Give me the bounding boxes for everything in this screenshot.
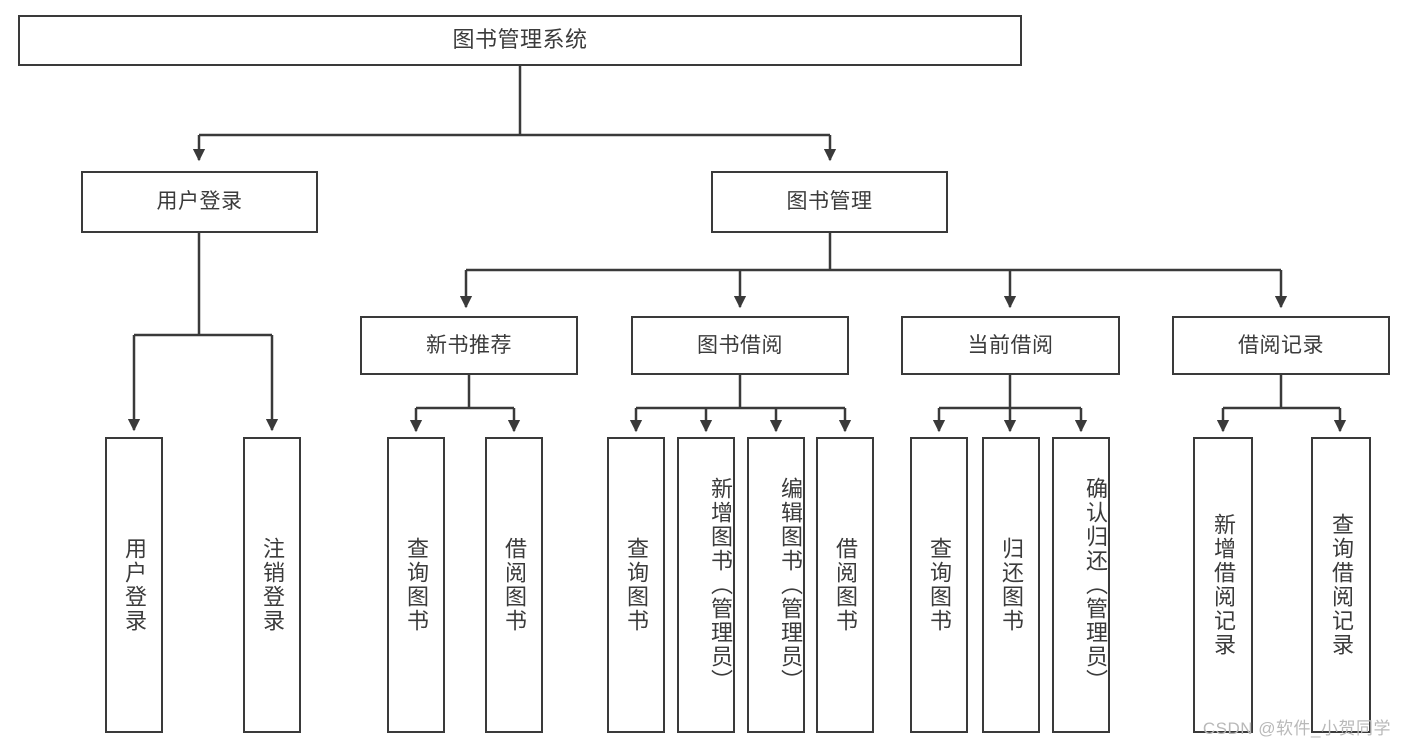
leaf-query-book-current[interactable]: 查询图书 — [910, 437, 968, 733]
leaf-borrow-book[interactable]: 借阅图书 — [816, 437, 874, 733]
leaf-add-borrow-record[interactable]: 新增借阅记录 — [1193, 437, 1253, 733]
watermark-credit: CSDN @软件_小贺同学 — [1202, 719, 1391, 738]
node-root-system[interactable]: 图书管理系统 — [18, 15, 1022, 66]
node-user-login[interactable]: 用户登录 — [81, 171, 318, 233]
leaf-add-book-admin[interactable]: 新增图书（管理员） — [677, 437, 735, 733]
leaf-query-book-borrow[interactable]: 查询图书 — [607, 437, 665, 733]
leaf-return-book[interactable]: 归还图书 — [982, 437, 1040, 733]
leaf-query-book-new[interactable]: 查询图书 — [387, 437, 445, 733]
leaf-query-borrow-record[interactable]: 查询借阅记录 — [1311, 437, 1371, 733]
leaf-borrow-book-new[interactable]: 借阅图书 — [485, 437, 543, 733]
leaf-edit-book-admin[interactable]: 编辑图书（管理员） — [747, 437, 805, 733]
leaf-user-login[interactable]: 用户登录 — [105, 437, 163, 733]
node-current-borrow[interactable]: 当前借阅 — [901, 316, 1120, 375]
node-borrow-record[interactable]: 借阅记录 — [1172, 316, 1390, 375]
node-book-management[interactable]: 图书管理 — [711, 171, 948, 233]
leaf-logout-login[interactable]: 注销登录 — [243, 437, 301, 733]
node-book-borrow[interactable]: 图书借阅 — [631, 316, 849, 375]
leaf-confirm-return-admin[interactable]: 确认归还（管理员） — [1052, 437, 1110, 733]
node-new-book-recommend[interactable]: 新书推荐 — [360, 316, 578, 375]
